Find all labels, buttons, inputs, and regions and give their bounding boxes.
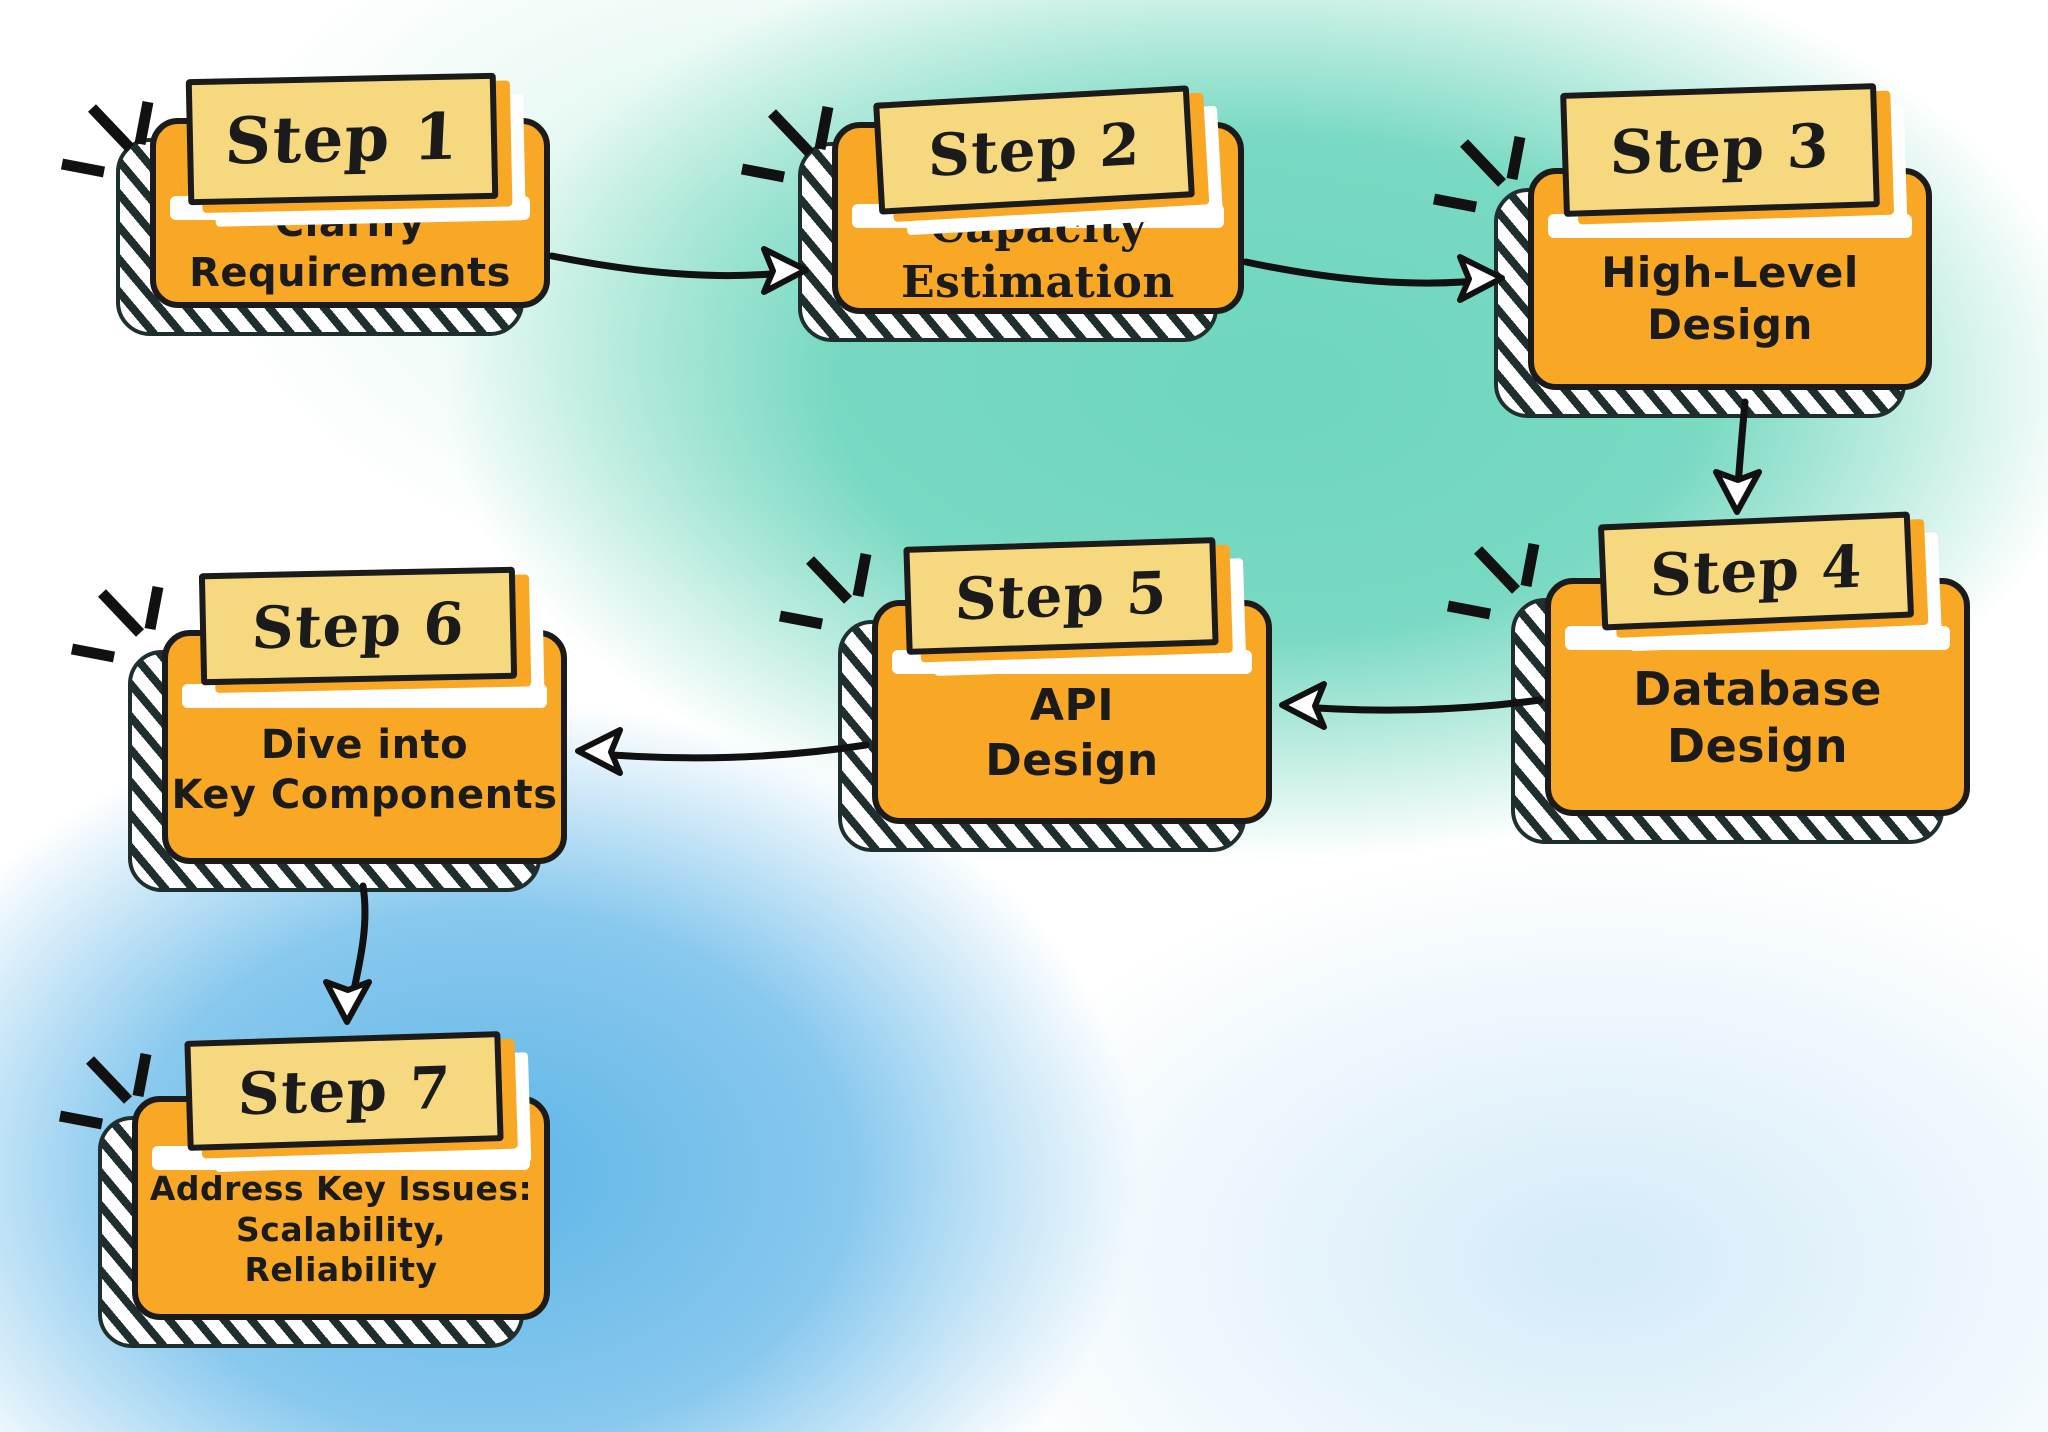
step-title-line: Design (1647, 300, 1813, 349)
sparkle-icon (1446, 542, 1540, 620)
step-title: Address Key Issues: Scalability, Reliabi… (138, 1102, 544, 1314)
flow-arrow-4 (1279, 681, 1544, 730)
flow-arrow-2 (1242, 254, 1505, 303)
step-title: High-Level Design (1534, 174, 1926, 384)
step-banner: Step 1 (185, 72, 499, 206)
step-title-line: Dive into (260, 722, 469, 769)
step-title: API Design (878, 606, 1266, 818)
flow-arrow-1 (548, 246, 809, 295)
step-title-line: Clarify (274, 200, 426, 247)
step-title-line: High-Level (1601, 247, 1859, 297)
step-title: Dive into Key Components (168, 636, 561, 858)
flow-arrow-5 (575, 727, 870, 776)
step-banner-label: Step 5 (953, 558, 1169, 634)
step-banner-label: Step 1 (223, 99, 461, 179)
step-banner-label: Step 4 (1648, 532, 1864, 610)
sparkle-icon (778, 552, 872, 630)
step-title-line: Address Key Issues: (149, 1168, 533, 1208)
step-title-line: API (1029, 680, 1115, 732)
step-banner: Step 5 (903, 537, 1219, 655)
step-banner: Step 2 (873, 85, 1195, 215)
step-title-line: Database (1633, 661, 1882, 716)
banner-underlay (182, 684, 547, 708)
step-title: Database Design (1551, 584, 1964, 810)
step-title-line: Scalability, Reliability (236, 1209, 446, 1290)
banner-underlay (1548, 214, 1912, 238)
step-banner-label: Step 6 (250, 589, 466, 663)
step-title-line: Requirements (189, 250, 511, 296)
banner-underlay (892, 650, 1252, 674)
banner-underlay (1565, 626, 1950, 650)
step-banner: Step 3 (1560, 83, 1880, 217)
step-title-line: Estimation (901, 257, 1175, 308)
step-banner-label: Step 3 (1608, 111, 1832, 189)
step-title-line: Key Components (171, 772, 558, 818)
step-title-line: Capacity (929, 202, 1147, 254)
step-title: Capacity Estimation (838, 128, 1238, 308)
step-banner-label: Step 2 (927, 109, 1141, 191)
step-banner: Step 7 (184, 1031, 504, 1151)
step-title-line: Design (985, 735, 1159, 786)
flow-arrow-6 (323, 882, 372, 1025)
step-banner: Step 4 (1597, 511, 1915, 631)
sparkle-icon (70, 585, 164, 663)
step-title-line: Design (1666, 719, 1849, 773)
step-banner: Step 6 (198, 566, 518, 686)
flow-arrow-3 (1713, 398, 1762, 515)
step-banner-label: Step 7 (236, 1053, 452, 1129)
step-title: Clarify Requirements (156, 124, 544, 302)
